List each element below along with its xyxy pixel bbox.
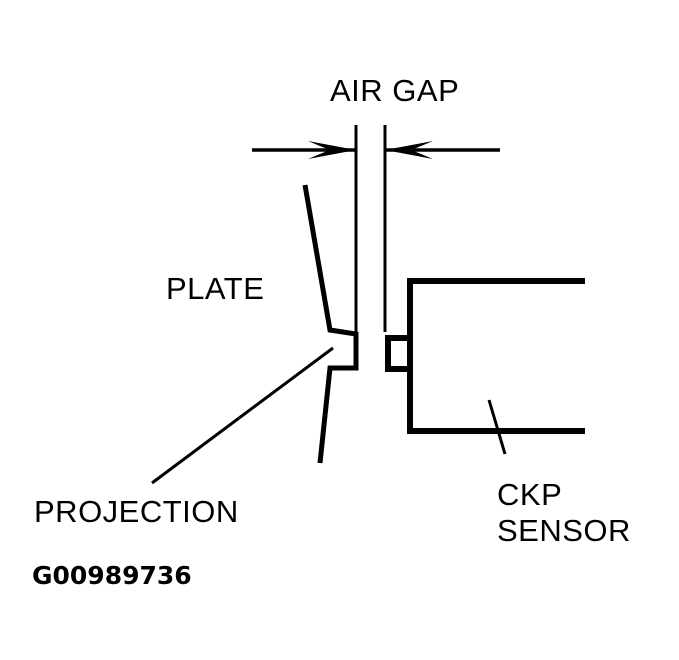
arrowhead-left-icon [308, 141, 356, 159]
extension-lines-group [354, 125, 387, 332]
label-ckp-sensor-line1: CKP [497, 477, 562, 512]
arrowhead-right-icon [385, 141, 433, 159]
label-projection: PROJECTION [34, 494, 239, 529]
figure-code: G00989736 [32, 561, 192, 590]
air-gap-dimension-group [252, 141, 500, 159]
ckp-sensor-pole-tab [385, 335, 408, 372]
label-ckp-sensor-line2: SENSOR [497, 513, 631, 548]
label-plate: PLATE [166, 271, 264, 306]
label-air-gap: AIR GAP [330, 73, 459, 108]
projection-leader-line [151, 346, 334, 485]
leader-lines-group [151, 346, 507, 485]
ckp-sensor-leader-line [487, 399, 507, 455]
trigger-plate-outline [302, 184, 359, 464]
